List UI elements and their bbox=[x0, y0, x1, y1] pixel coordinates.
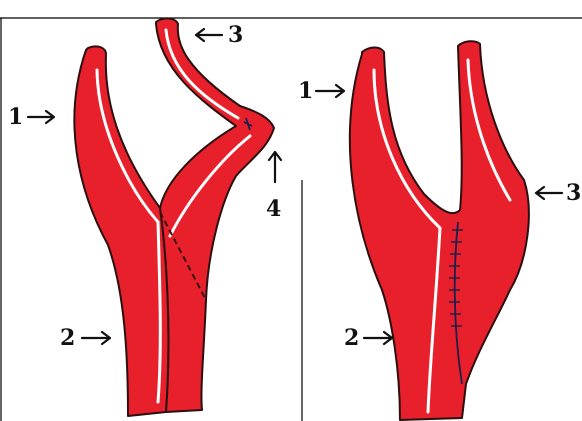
right-label-3: 3 bbox=[566, 180, 581, 206]
right-arrow-1 bbox=[316, 85, 344, 97]
left-label-3: 3 bbox=[228, 22, 243, 48]
right-label-1: 1 bbox=[298, 78, 313, 104]
left-label-2: 2 bbox=[60, 325, 75, 351]
right-arrow-3 bbox=[536, 187, 562, 199]
left-vessel-main bbox=[74, 46, 168, 416]
left-arrow-3 bbox=[196, 29, 222, 41]
left-label-4: 4 bbox=[266, 196, 281, 222]
left-arrow-2 bbox=[82, 332, 110, 344]
left-panel: 1 2 3 4 bbox=[8, 18, 281, 416]
right-label-2: 2 bbox=[344, 325, 359, 351]
left-arrow-4 bbox=[269, 152, 281, 182]
left-vessel-branch bbox=[156, 18, 274, 412]
right-arrow-2 bbox=[364, 332, 392, 344]
right-panel: 1 2 3 bbox=[298, 41, 581, 420]
left-arrow-1 bbox=[28, 111, 54, 123]
left-label-1: 1 bbox=[8, 104, 23, 130]
